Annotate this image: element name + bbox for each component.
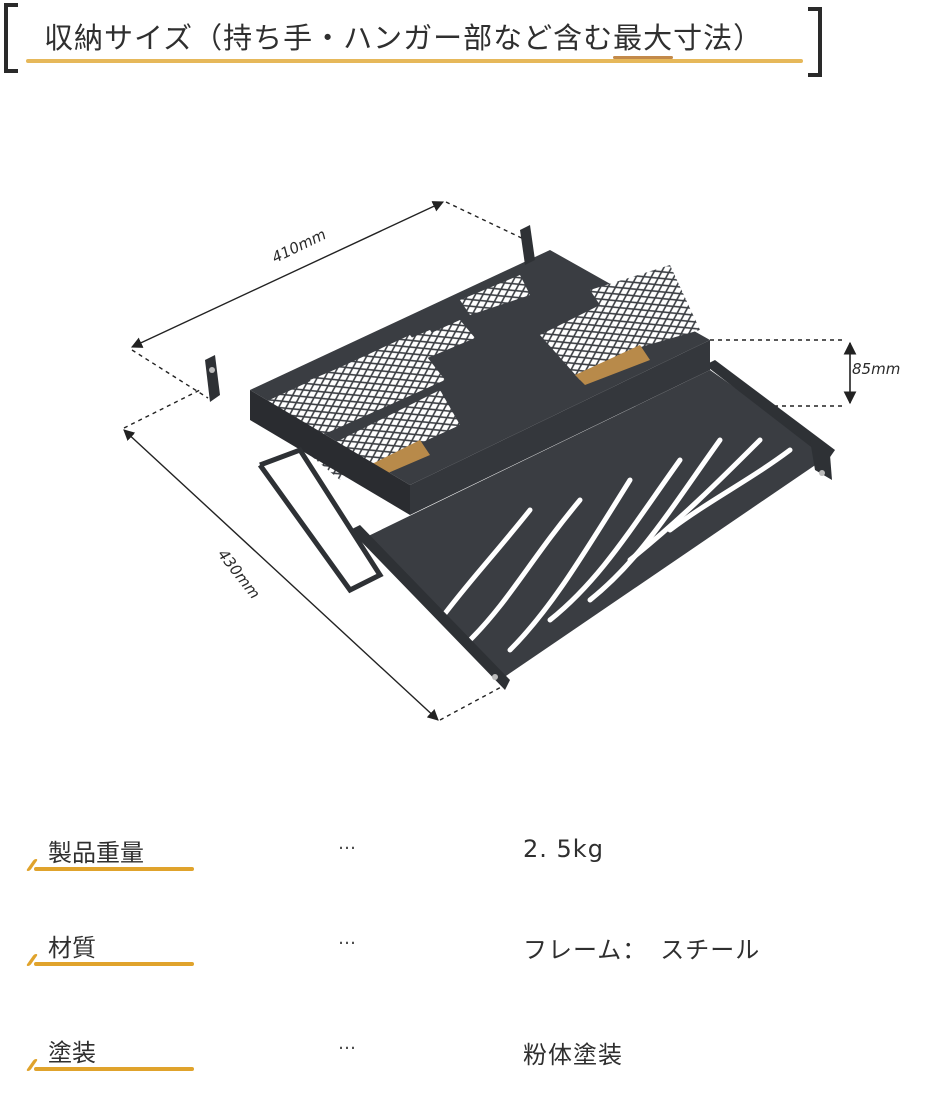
spec-label: 製品重量 bbox=[48, 839, 144, 867]
spec-value: 2. 5kg bbox=[523, 835, 604, 863]
spec-separator: … bbox=[338, 1033, 356, 1054]
title-underline bbox=[26, 59, 803, 63]
spec-row-weight: 製品重量 … 2. 5kg bbox=[0, 833, 945, 893]
spec-label: 塗装 bbox=[48, 1039, 96, 1067]
spec-separator: … bbox=[338, 928, 356, 949]
spec-underline bbox=[34, 1067, 194, 1071]
product-image: 410mm 430mm 85mm bbox=[110, 180, 930, 740]
spec-row-coating: 塗装 … 粉体塗装 bbox=[0, 1033, 945, 1093]
spec-separator: … bbox=[338, 833, 356, 854]
title-emphasis: 最大 bbox=[613, 21, 674, 55]
section-title: 収納サイズ（持ち手・ハンガー部など含む最大寸法） bbox=[44, 15, 763, 57]
spec-value: 粉体塗装 bbox=[523, 1041, 623, 1069]
spec-label: 材質 bbox=[48, 934, 96, 962]
spec-underline bbox=[34, 867, 194, 871]
spec-row-material: 材質 … フレーム： スチール bbox=[0, 928, 945, 988]
dimension-height-label: 85mm bbox=[852, 360, 901, 378]
bracket-left bbox=[4, 3, 18, 73]
rack-illustration bbox=[123, 201, 857, 721]
spec-underline bbox=[34, 962, 194, 966]
section-header: 収納サイズ（持ち手・ハンガー部など含む最大寸法） bbox=[0, 0, 945, 90]
spec-value: フレーム： スチール bbox=[523, 936, 761, 964]
title-suffix: 寸法） bbox=[673, 21, 764, 55]
title-prefix: 収納サイズ（持ち手・ハンガー部など含む bbox=[44, 21, 614, 55]
bracket-right bbox=[808, 7, 822, 77]
